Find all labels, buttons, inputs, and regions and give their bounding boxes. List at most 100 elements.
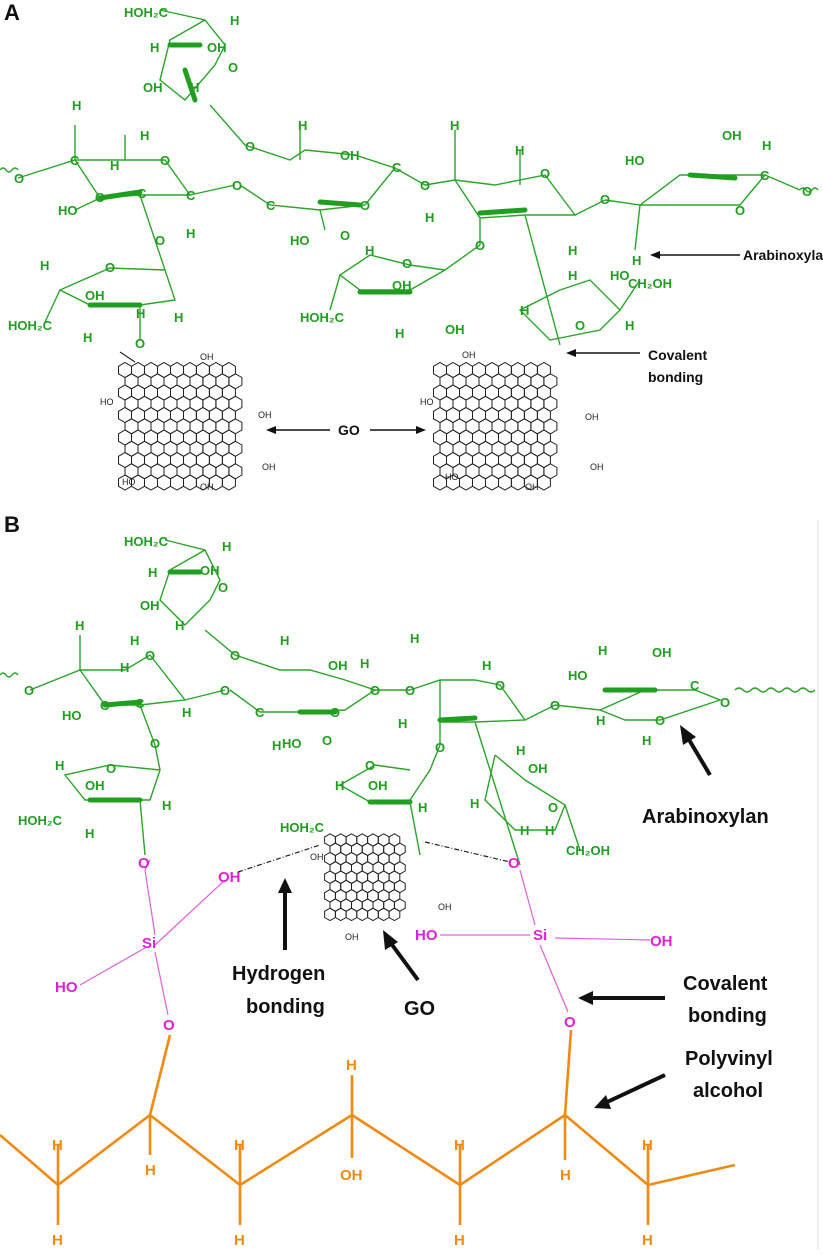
atom-h: H [568, 268, 577, 283]
atom-o: O [24, 683, 34, 698]
atom-h: H [148, 565, 157, 580]
atom-c: C [100, 698, 110, 713]
atom-o: O [340, 228, 350, 243]
atom-labels-b: HOH₂C H H OH O OH H H H H O O HO C C H O… [18, 534, 730, 858]
atom-h: H [365, 243, 374, 258]
atom-ho-silane: HO [55, 979, 78, 996]
atom-ch2oh: CH₂OH [628, 276, 672, 291]
atom-h-pva: H [52, 1137, 63, 1154]
atom-o: O [720, 695, 730, 710]
atom-h: H [516, 743, 525, 758]
polyvinyl-alcohol-chain: H H H H H H OH H H H H H [0, 1057, 736, 1249]
atom-oh-silane: OH [650, 933, 673, 950]
atom-h: H [360, 656, 369, 671]
atom-o: O [405, 683, 415, 698]
atom-o: O [600, 192, 610, 207]
atom-h: H [545, 823, 554, 838]
atom-h-pva: H [454, 1137, 465, 1154]
atom-c: C [392, 160, 402, 175]
atom-h: H [186, 226, 195, 241]
atom-h: H [642, 733, 651, 748]
atom-ho: HO [625, 153, 645, 168]
atom-h-pva: H [642, 1137, 653, 1154]
go-hexagon [536, 474, 551, 491]
atom-o: O [370, 683, 380, 698]
atom-hoh2c: HOH₂C [280, 820, 325, 835]
atom-h: H [120, 660, 129, 675]
atom-oh: OH [445, 322, 465, 337]
atom-h: H [75, 618, 84, 633]
atom-o: O [420, 178, 430, 193]
atom-h: H [410, 631, 419, 646]
atom-c: C [137, 186, 147, 201]
atom-ho: HO [62, 708, 82, 723]
go-hexagon [388, 907, 401, 922]
go-cooh: OH [258, 410, 272, 420]
atom-h: H [230, 13, 239, 28]
go-sheet-right-a: OH OH HO HO OH OH [420, 350, 604, 492]
atom-h: H [182, 705, 191, 720]
atom-h: H [130, 633, 139, 648]
go-cooh: OH [462, 350, 476, 360]
silane-linker-left: O OH Si HO O [55, 855, 241, 1116]
atom-o: O [155, 233, 165, 248]
go-cooh: OH [345, 932, 359, 942]
go-cooh: OH [525, 482, 539, 492]
atom-h: H [515, 143, 524, 158]
atom-ho: HO [610, 268, 630, 283]
silane-linker-right: O HO Si OH O [415, 855, 673, 1116]
hydrogen-bond-line-2 [424, 841, 511, 863]
atom-h: H [110, 158, 119, 173]
atom-oh: OH [652, 645, 672, 660]
atom-h: H [470, 796, 479, 811]
atom-oh: OH [207, 40, 227, 55]
atom-o: O [228, 60, 238, 75]
label-pva-b-2: alcohol [693, 1080, 763, 1102]
go-hexagon [356, 907, 369, 922]
go-hexagon [472, 474, 486, 491]
atom-o: O [802, 184, 812, 199]
atom-o: O [475, 238, 485, 253]
label-pva-b-1: Polyvinyl [685, 1048, 773, 1070]
atom-h-pva: H [454, 1232, 465, 1249]
atom-h: H [596, 713, 605, 728]
atom-c: C [266, 198, 276, 213]
label-covalent-b-2: bonding [688, 1005, 767, 1027]
go-sheet-left-a: OH OH HO HO OH OH [100, 351, 276, 492]
annotations-a: Arabinoxylan Covalent bonding GO [266, 247, 823, 438]
atom-h: H [55, 758, 64, 773]
go-cooh: OH [262, 462, 276, 472]
atom-h-pva: H [642, 1232, 653, 1249]
atom-h: H [335, 778, 344, 793]
go-oh: HO [100, 397, 114, 407]
atom-o: O [540, 166, 550, 181]
go-hexagon [144, 474, 158, 491]
atom-c: C [135, 696, 145, 711]
atom-h: H [395, 326, 404, 341]
go-hexagon [485, 474, 499, 491]
atom-h: H [280, 633, 289, 648]
go-cooh: HO [445, 472, 459, 482]
atom-h: H [418, 800, 427, 815]
atom-oh: OH [368, 778, 388, 793]
atom-hoh2c: HOH₂C [124, 5, 169, 20]
atom-h: H [162, 798, 171, 813]
atom-oh: OH [340, 148, 360, 163]
go-cooh: HO [122, 477, 136, 487]
atom-o: O [575, 318, 585, 333]
panel-letter-a: A [4, 0, 20, 25]
atom-c: C [186, 188, 196, 203]
go-hexagon [367, 907, 379, 922]
atom-c: C [95, 190, 105, 205]
atom-o: O [548, 800, 558, 815]
atom-h: H [190, 80, 199, 95]
atom-oh: OH [528, 761, 548, 776]
atom-h: H [450, 118, 459, 133]
go-hexagon [221, 474, 236, 491]
atom-o: O [550, 698, 560, 713]
atom-h: H [174, 310, 183, 325]
atom-o-silane: O [564, 1014, 576, 1031]
atom-oh: OH [143, 80, 163, 95]
atom-ho: HO [568, 668, 588, 683]
atom-o: O [435, 740, 445, 755]
